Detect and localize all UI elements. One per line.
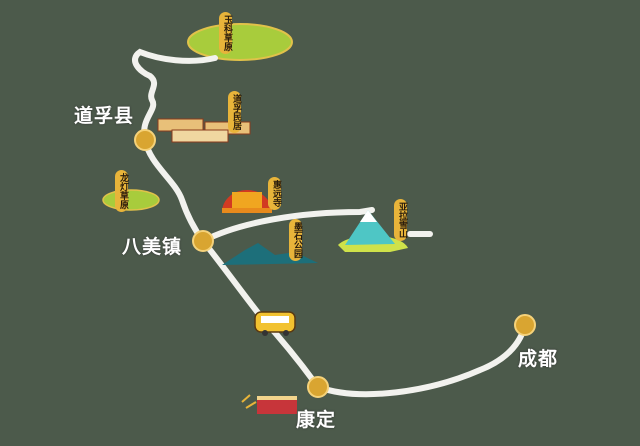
tag-longdeng: 龙灯草原 xyxy=(115,170,128,212)
longdeng-grassland xyxy=(102,189,160,211)
town-label-chengdu: 成都 xyxy=(518,348,559,370)
town-label-daofu: 道孚县 xyxy=(74,105,135,127)
daofu-marker[interactable] xyxy=(134,129,156,151)
huiyuan-temple-illustration xyxy=(222,190,272,213)
route-branch-yala xyxy=(200,207,375,244)
tag-huiyuan: 惠远寺 xyxy=(268,177,281,210)
yuke-grassland xyxy=(187,23,293,61)
moshi-mountain-illustration xyxy=(222,243,318,265)
town-label-bamei: 八美镇 xyxy=(122,236,183,258)
yala-snow-mountain-illustration xyxy=(338,210,408,252)
tag-moshi: 墨石公园 xyxy=(289,219,302,261)
tag-yala: 亚拉雪山 xyxy=(394,199,407,241)
tag-yuke: 玉科草原 xyxy=(219,12,232,54)
kangding-building-illustration xyxy=(241,394,297,414)
route-main xyxy=(132,48,528,398)
bamei-marker[interactable] xyxy=(192,230,214,252)
tag-daofu-houses: 道孚民居 xyxy=(228,91,241,133)
bus-icon xyxy=(254,311,296,336)
town-label-kangding: 康定 xyxy=(296,409,337,431)
chengdu-marker[interactable] xyxy=(514,314,536,336)
kangding-marker[interactable] xyxy=(307,376,329,398)
